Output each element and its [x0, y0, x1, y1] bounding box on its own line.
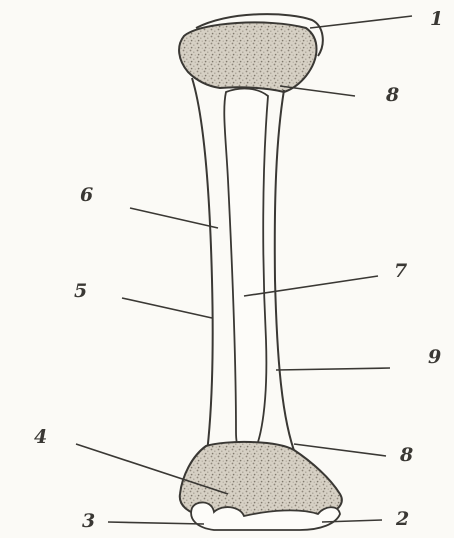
medullary-cavity — [224, 89, 268, 457]
label-7: 7 — [394, 262, 407, 281]
leader-8-bottom — [294, 444, 386, 456]
label-6: 6 — [80, 186, 93, 205]
leader-1 — [310, 16, 412, 28]
label-9: 9 — [428, 348, 441, 367]
leader-9 — [276, 368, 390, 370]
proximal-epiphysis — [179, 22, 316, 92]
label-8-top: 8 — [386, 86, 399, 105]
diaphysis-outer-left — [192, 78, 213, 468]
leader-5 — [122, 298, 212, 318]
label-5: 5 — [74, 282, 87, 301]
leader-8-top — [280, 86, 355, 96]
label-4: 4 — [34, 428, 47, 447]
leader-3 — [108, 522, 204, 524]
label-1: 1 — [430, 10, 443, 29]
diaphysis-outer-right — [275, 90, 296, 456]
label-8-bottom: 8 — [400, 446, 413, 465]
label-2: 2 — [396, 510, 409, 529]
leader-6 — [130, 208, 218, 228]
label-3: 3 — [82, 512, 95, 531]
